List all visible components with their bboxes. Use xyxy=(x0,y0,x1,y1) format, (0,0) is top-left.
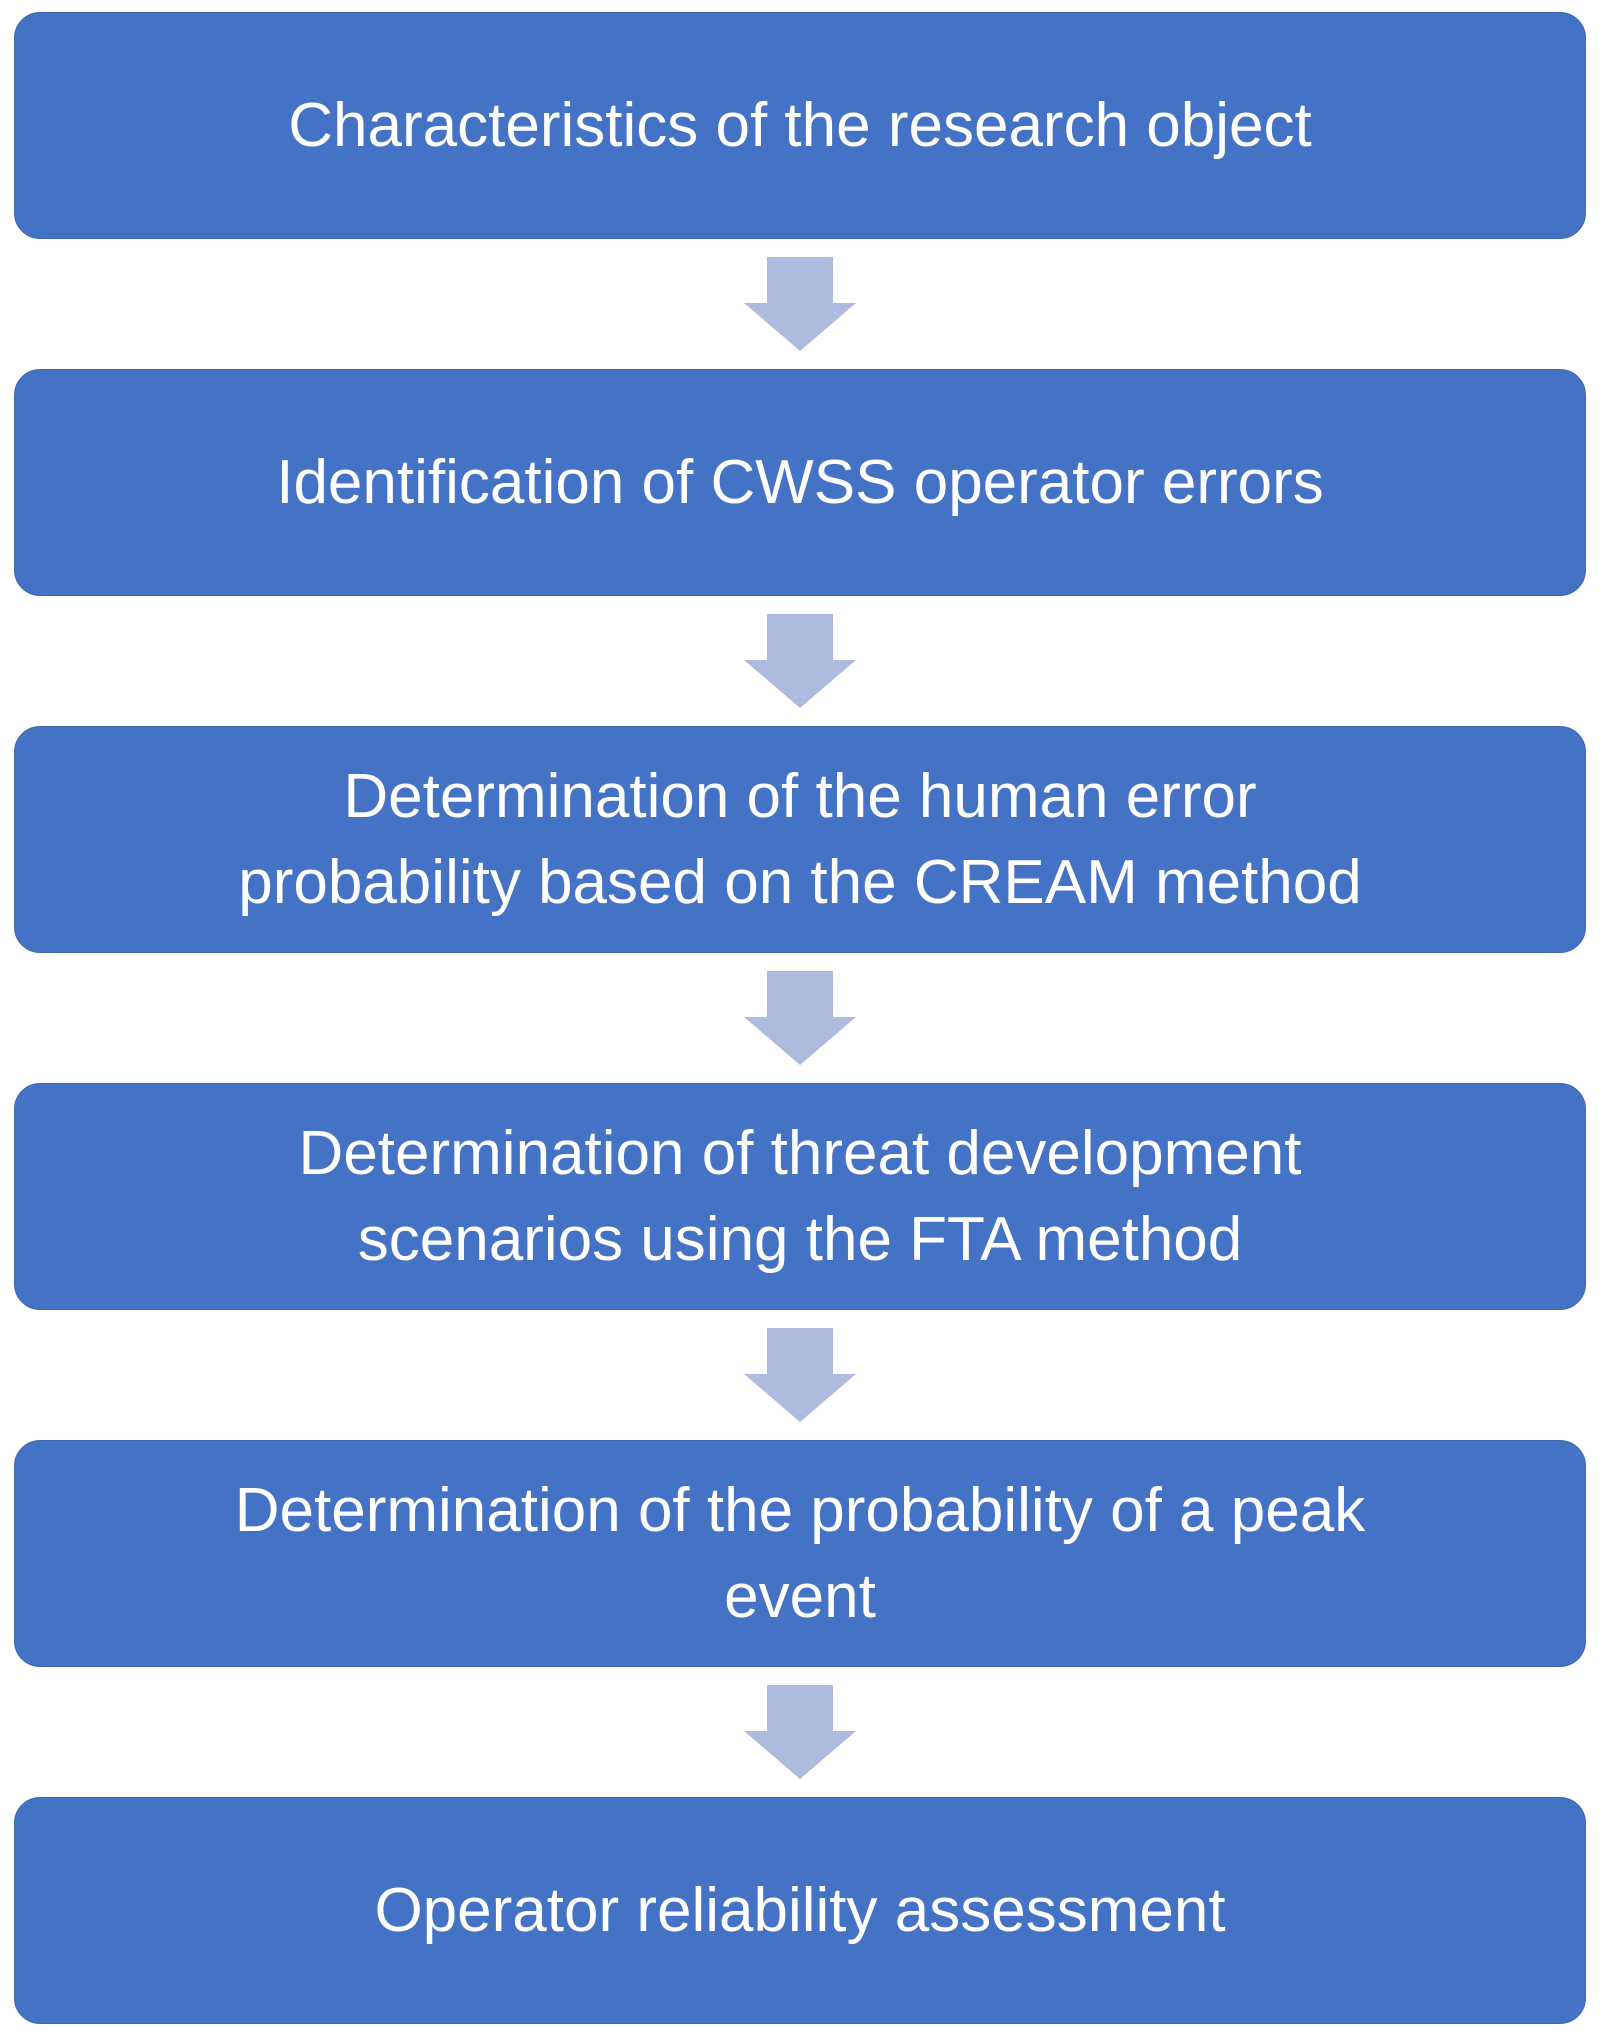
step-box-5: Determination of the probability of a pe… xyxy=(14,1440,1586,1667)
down-arrow-icon xyxy=(744,971,856,1065)
step-label-2: Identification of CWSS operator errors xyxy=(276,447,1324,517)
step-label-5: Determination of the probability of a pe… xyxy=(234,1475,1366,1631)
connector-slot-1 xyxy=(744,239,856,369)
step-box-6: Operator reliability assessment xyxy=(14,1797,1586,2024)
down-arrow-icon xyxy=(744,1328,856,1422)
step-label-3: Determination of the human error probabi… xyxy=(238,761,1362,917)
step-label-6: Operator reliability assessment xyxy=(374,1875,1226,1945)
step-label-1: Characteristics of the research object xyxy=(288,90,1312,160)
step-label-4: Determination of threat development scen… xyxy=(298,1118,1302,1274)
connector-slot-4 xyxy=(744,1310,856,1440)
step-box-2: Identification of CWSS operator errors xyxy=(14,369,1586,596)
connector-slot-5 xyxy=(744,1667,856,1797)
step-box-1: Characteristics of the research object xyxy=(14,12,1586,239)
step-box-3: Determination of the human error probabi… xyxy=(14,726,1586,953)
down-arrow-icon xyxy=(744,1685,856,1779)
connector-slot-3 xyxy=(744,953,856,1083)
connector-slot-2 xyxy=(744,596,856,726)
step-box-4: Determination of threat development scen… xyxy=(14,1083,1586,1310)
down-arrow-icon xyxy=(744,257,856,351)
down-arrow-icon xyxy=(744,614,856,708)
